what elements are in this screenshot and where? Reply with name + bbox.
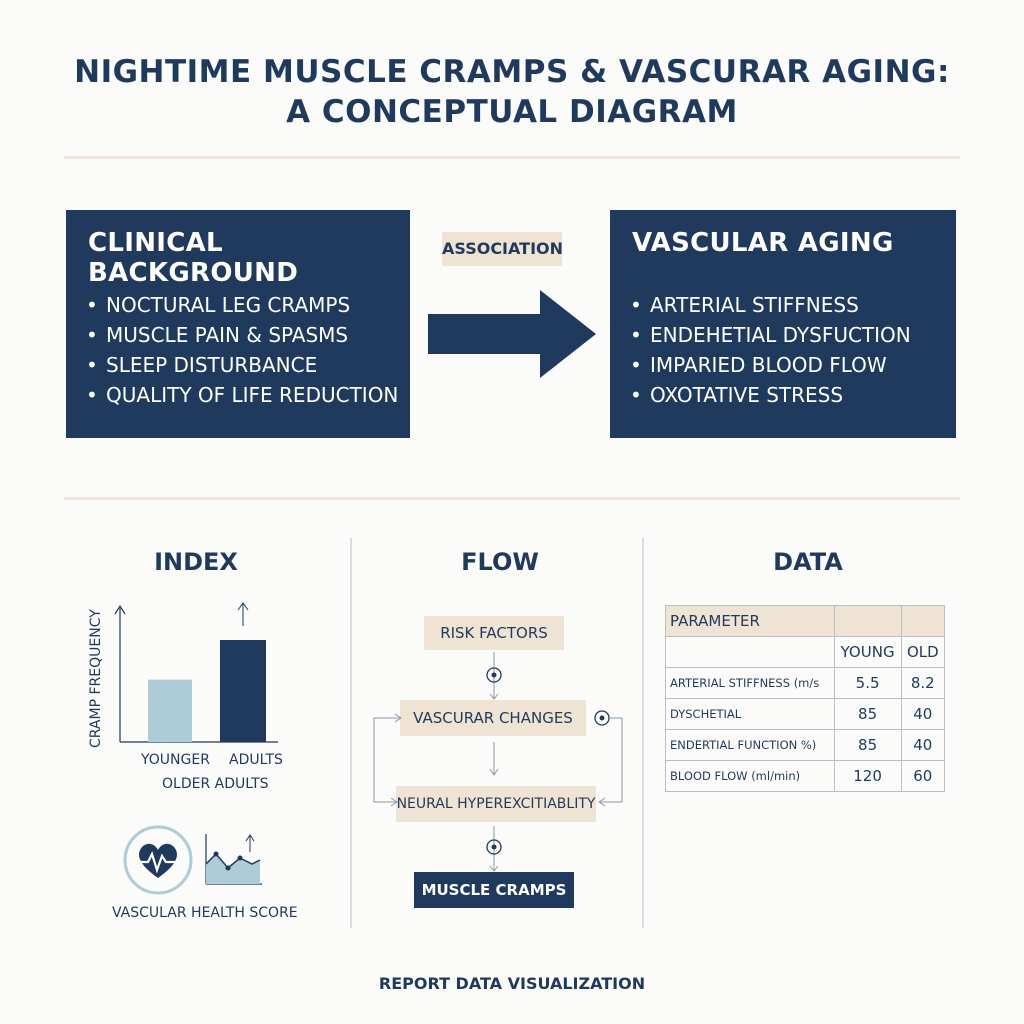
flow-step-risk-factors: RISK FACTORS [424,616,564,650]
list-item: OXOTATIVE STRESS [630,380,911,410]
flow-step-muscle-cramps: MUSCLE CRAMPS [414,872,574,908]
flow-step-vascular-changes: VASCURAR CHANGES [400,700,586,736]
list-item: ENDEHETIAL DYSFUCTION [630,320,911,350]
index-y-axis-label: CRAMP FREQUENCY [88,609,104,748]
table-header-cell [833,605,902,637]
list-item: IMPARIED BLOOD FLOW [630,350,911,380]
cell-old: 40 [900,729,946,761]
table-header-cell [900,605,946,637]
row-label: ENDERTIAL FUNCTION %) [665,729,835,761]
flow-connectors [373,652,623,872]
top-divider [64,156,960,159]
vascular-health-score-label: VASCULAR HEALTH SCORE [112,905,298,921]
list-item: MUSCLE PAIN & SPASMS [86,320,398,350]
data-table: PARAMETER YOUNG OLD ARTERIAL STIFFNESS (… [665,605,946,792]
row-label: BLOOD FLOW (ml/min) [665,760,835,792]
flow-heading: FLOW [461,548,539,576]
bar-label-adults: ADULTS [229,752,283,768]
footer-label: REPORT DATA VISUALIZATION [378,974,646,993]
table-row: DYSCHETIAL 85 40 [665,698,946,730]
trend-chart-icon [205,834,262,885]
row-label: DYSCHETIAL [665,698,835,730]
table-header-parameter: PARAMETER [665,605,835,637]
table-cell [665,636,835,668]
association-arrow-icon [428,290,596,378]
cell-old: 40 [900,698,946,730]
table-row: ENDERTIAL FUNCTION %) 85 40 [665,729,946,761]
list-item: QUALITY OF LIFE REDUCTION [86,380,398,410]
table-row: YOUNG OLD [665,636,946,668]
table-row: ARTERIAL STIFFNESS (m/s 5.5 8.2 [665,667,946,699]
column-header-old: OLD [900,636,946,668]
column-header-young: YOUNG [833,636,902,668]
middle-divider [64,497,960,500]
cell-young: 120 [833,760,902,792]
index-bar-chart [114,602,278,743]
vascular-aging-list: ARTERIAL STIFFNESS ENDEHETIAL DYSFUCTION… [630,290,911,410]
list-item: NOCTURAL LEG CRAMPS [86,290,398,320]
table-row: BLOOD FLOW (ml/min) 120 60 [665,760,946,792]
flow-step-neural-hyperexcitability: NEURAL HYPEREXCITIABLITY [396,786,596,822]
cell-young: 85 [833,698,902,730]
bar-sub-label: OLDER ADULTS [162,776,269,792]
bar-label-younger: YOUNGER [141,752,210,768]
clinical-background-heading: CLINICAL BACKGROUND [88,228,299,288]
clinical-background-list: NOCTURAL LEG CRAMPS MUSCLE PAIN & SPASMS… [86,290,398,410]
bar-older-adults [220,640,266,742]
cell-young: 5.5 [833,667,902,699]
heart-pulse-icon [123,825,193,895]
title-line-1: NIGHTIME MUSCLE CRAMPS & VASCURAR AGING: [74,54,950,90]
flow-node-icon [486,667,502,683]
association-tag: ASSOCIATION [442,232,563,266]
bar-younger [148,679,192,742]
list-item: SLEEP DISTURBANCE [86,350,398,380]
table-row: PARAMETER [665,605,946,637]
index-heading: INDEX [154,548,238,576]
cell-old: 60 [900,760,946,792]
column-divider [350,538,352,928]
cell-old: 8.2 [900,667,946,699]
list-item: ARTERIAL STIFFNESS [630,290,911,320]
row-label: ARTERIAL STIFFNESS (m/s [665,667,835,699]
vascular-aging-panel: VASCULAR AGING ARTERIAL STIFFNESS ENDEHE… [610,210,956,438]
clinical-background-panel: CLINICAL BACKGROUND NOCTURAL LEG CRAMPS … [66,210,410,438]
title-line-2: A CONCEPTUAL DIAGRAM [286,94,738,130]
y-axis-arrow-icon [114,604,126,615]
page-title: NIGHTIME MUSCLE CRAMPS & VASCURAR AGING:… [0,52,1024,132]
column-divider [642,538,644,928]
flow-node-icon [486,839,502,855]
vascular-aging-heading: VASCULAR AGING [632,228,894,258]
cell-young: 85 [833,729,902,761]
bar-up-arrowhead-icon [237,602,249,611]
data-heading: DATA [773,548,843,576]
